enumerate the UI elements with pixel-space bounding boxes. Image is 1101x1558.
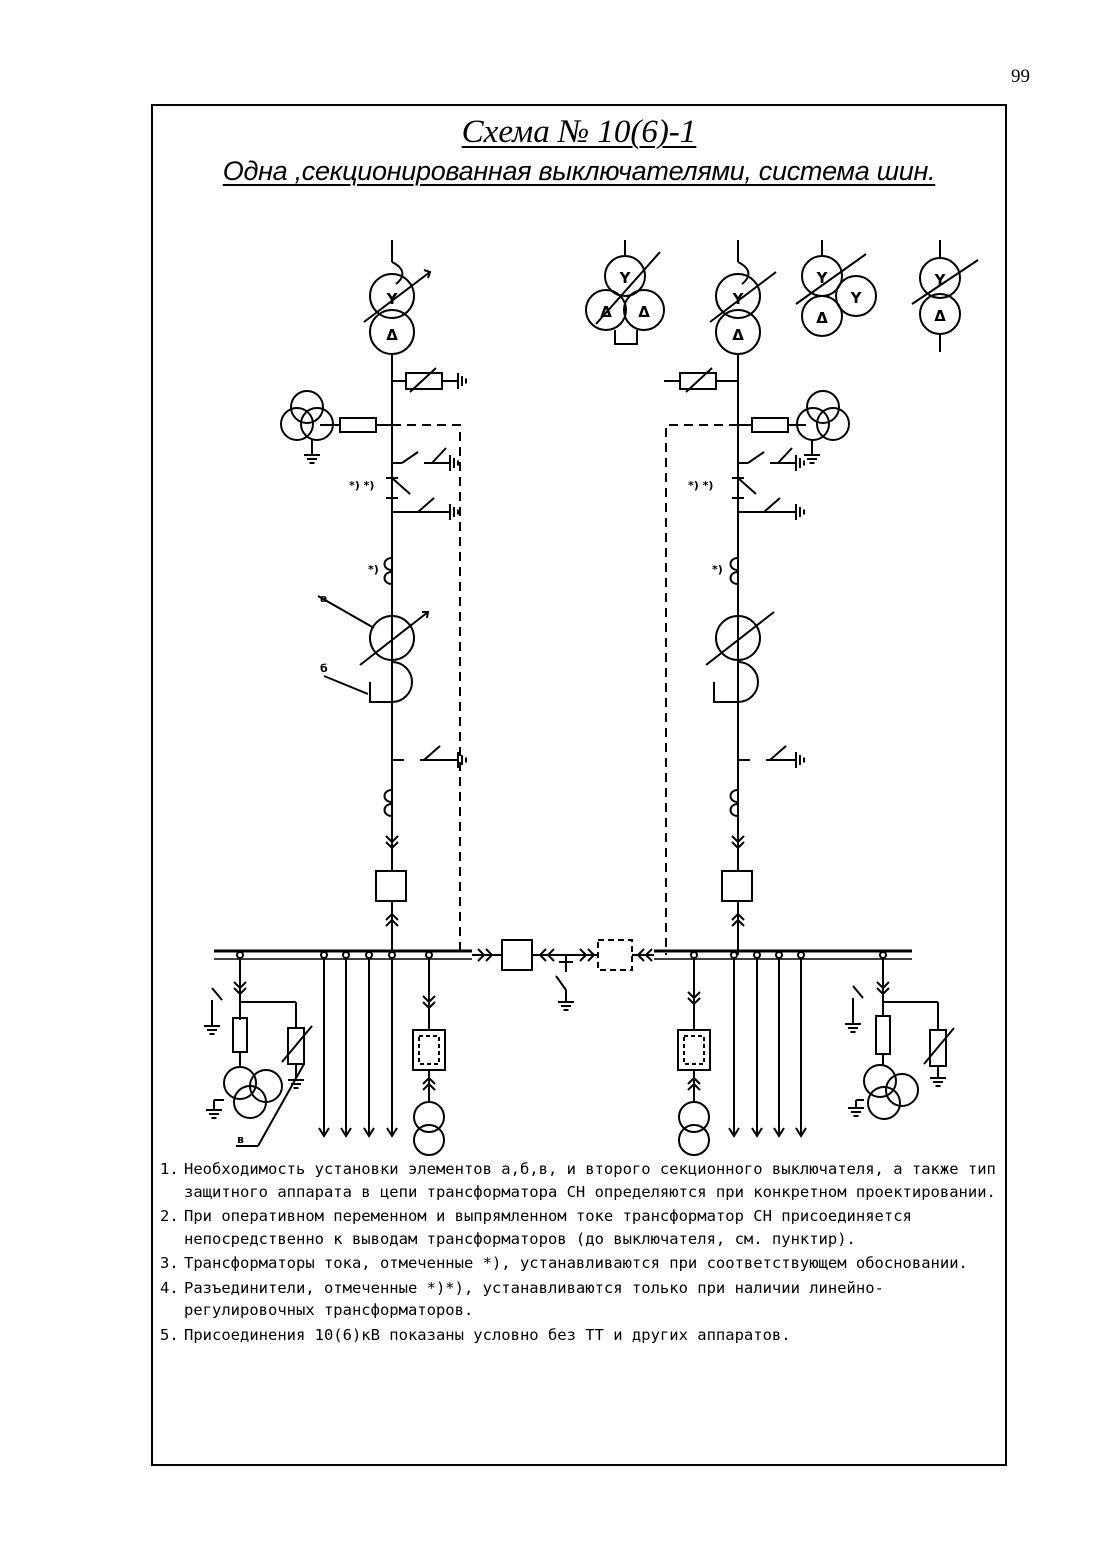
element-a-label: а <box>320 592 327 605</box>
note-item: 2. При оперативном переменном и выпрямле… <box>160 1207 912 1248</box>
svg-text:Y: Y <box>816 269 829 287</box>
right-kru-transformer-feeder <box>677 951 711 1156</box>
asterisk-mark: *) <box>712 563 723 576</box>
element-b-label: б <box>320 662 328 675</box>
svg-text:Y: Y <box>934 271 947 289</box>
svg-text:Δ: Δ <box>638 303 650 321</box>
note-item: 3. Трансформаторы тока, отмеченные *), у… <box>160 1254 968 1272</box>
left-aux-transformer-feeder: в <box>203 951 313 1147</box>
svg-text:Y: Y <box>850 289 863 307</box>
right-busbar <box>654 949 912 960</box>
delta-winding-label: Δ <box>732 326 744 344</box>
svg-text:Δ: Δ <box>600 303 612 321</box>
wye-winding-label: Y <box>386 290 399 308</box>
double-asterisk-mark: *) *) <box>349 479 374 492</box>
delta-winding-label: Δ <box>386 326 398 344</box>
left-outgoing-lines <box>318 951 398 1138</box>
svg-text:Δ: Δ <box>816 309 828 327</box>
note-item: 4. Разъединители, отмеченные *)*), устан… <box>160 1278 884 1320</box>
element-v-label: в <box>237 1133 244 1146</box>
bus-section-breaker <box>472 939 654 1011</box>
note-item: 5. Присоединения 10(6)кВ показаны условн… <box>160 1325 791 1344</box>
note-item: 1. Необходимость установки элементов а,б… <box>160 1160 996 1201</box>
two-winding-transformer-symbol: Y Δ <box>911 240 979 352</box>
left-transformer-feeder: Y Δ *) *) *) <box>280 240 467 955</box>
svg-text:Δ: Δ <box>934 307 946 325</box>
left-kru-transformer-feeder <box>412 951 446 1156</box>
scheme-description-title: Одна ,секционированная выключателями, си… <box>222 156 936 186</box>
double-asterisk-mark: *) *) <box>688 479 713 492</box>
svg-text:Y: Y <box>619 269 632 287</box>
page-number: 99 <box>1011 66 1030 87</box>
notes-list: 1. Необходимость установки элементов а,б… <box>160 1158 996 1348</box>
asterisk-mark: *) <box>368 563 379 576</box>
right-outgoing-lines <box>728 951 807 1138</box>
three-winding-transformer-symbol: Y Δ Δ <box>585 240 665 345</box>
scheme-number-title: Схема № 10(6)-1 <box>461 114 697 150</box>
three-winding-wye-transformer-symbol: Y Δ Y <box>795 240 877 337</box>
drawing-frame <box>151 104 1007 1466</box>
wye-winding-label: Y <box>732 290 745 308</box>
right-transformer-feeder: Y Δ *) *) *) <box>664 240 850 955</box>
right-aux-transformer-feeder <box>844 951 955 1120</box>
